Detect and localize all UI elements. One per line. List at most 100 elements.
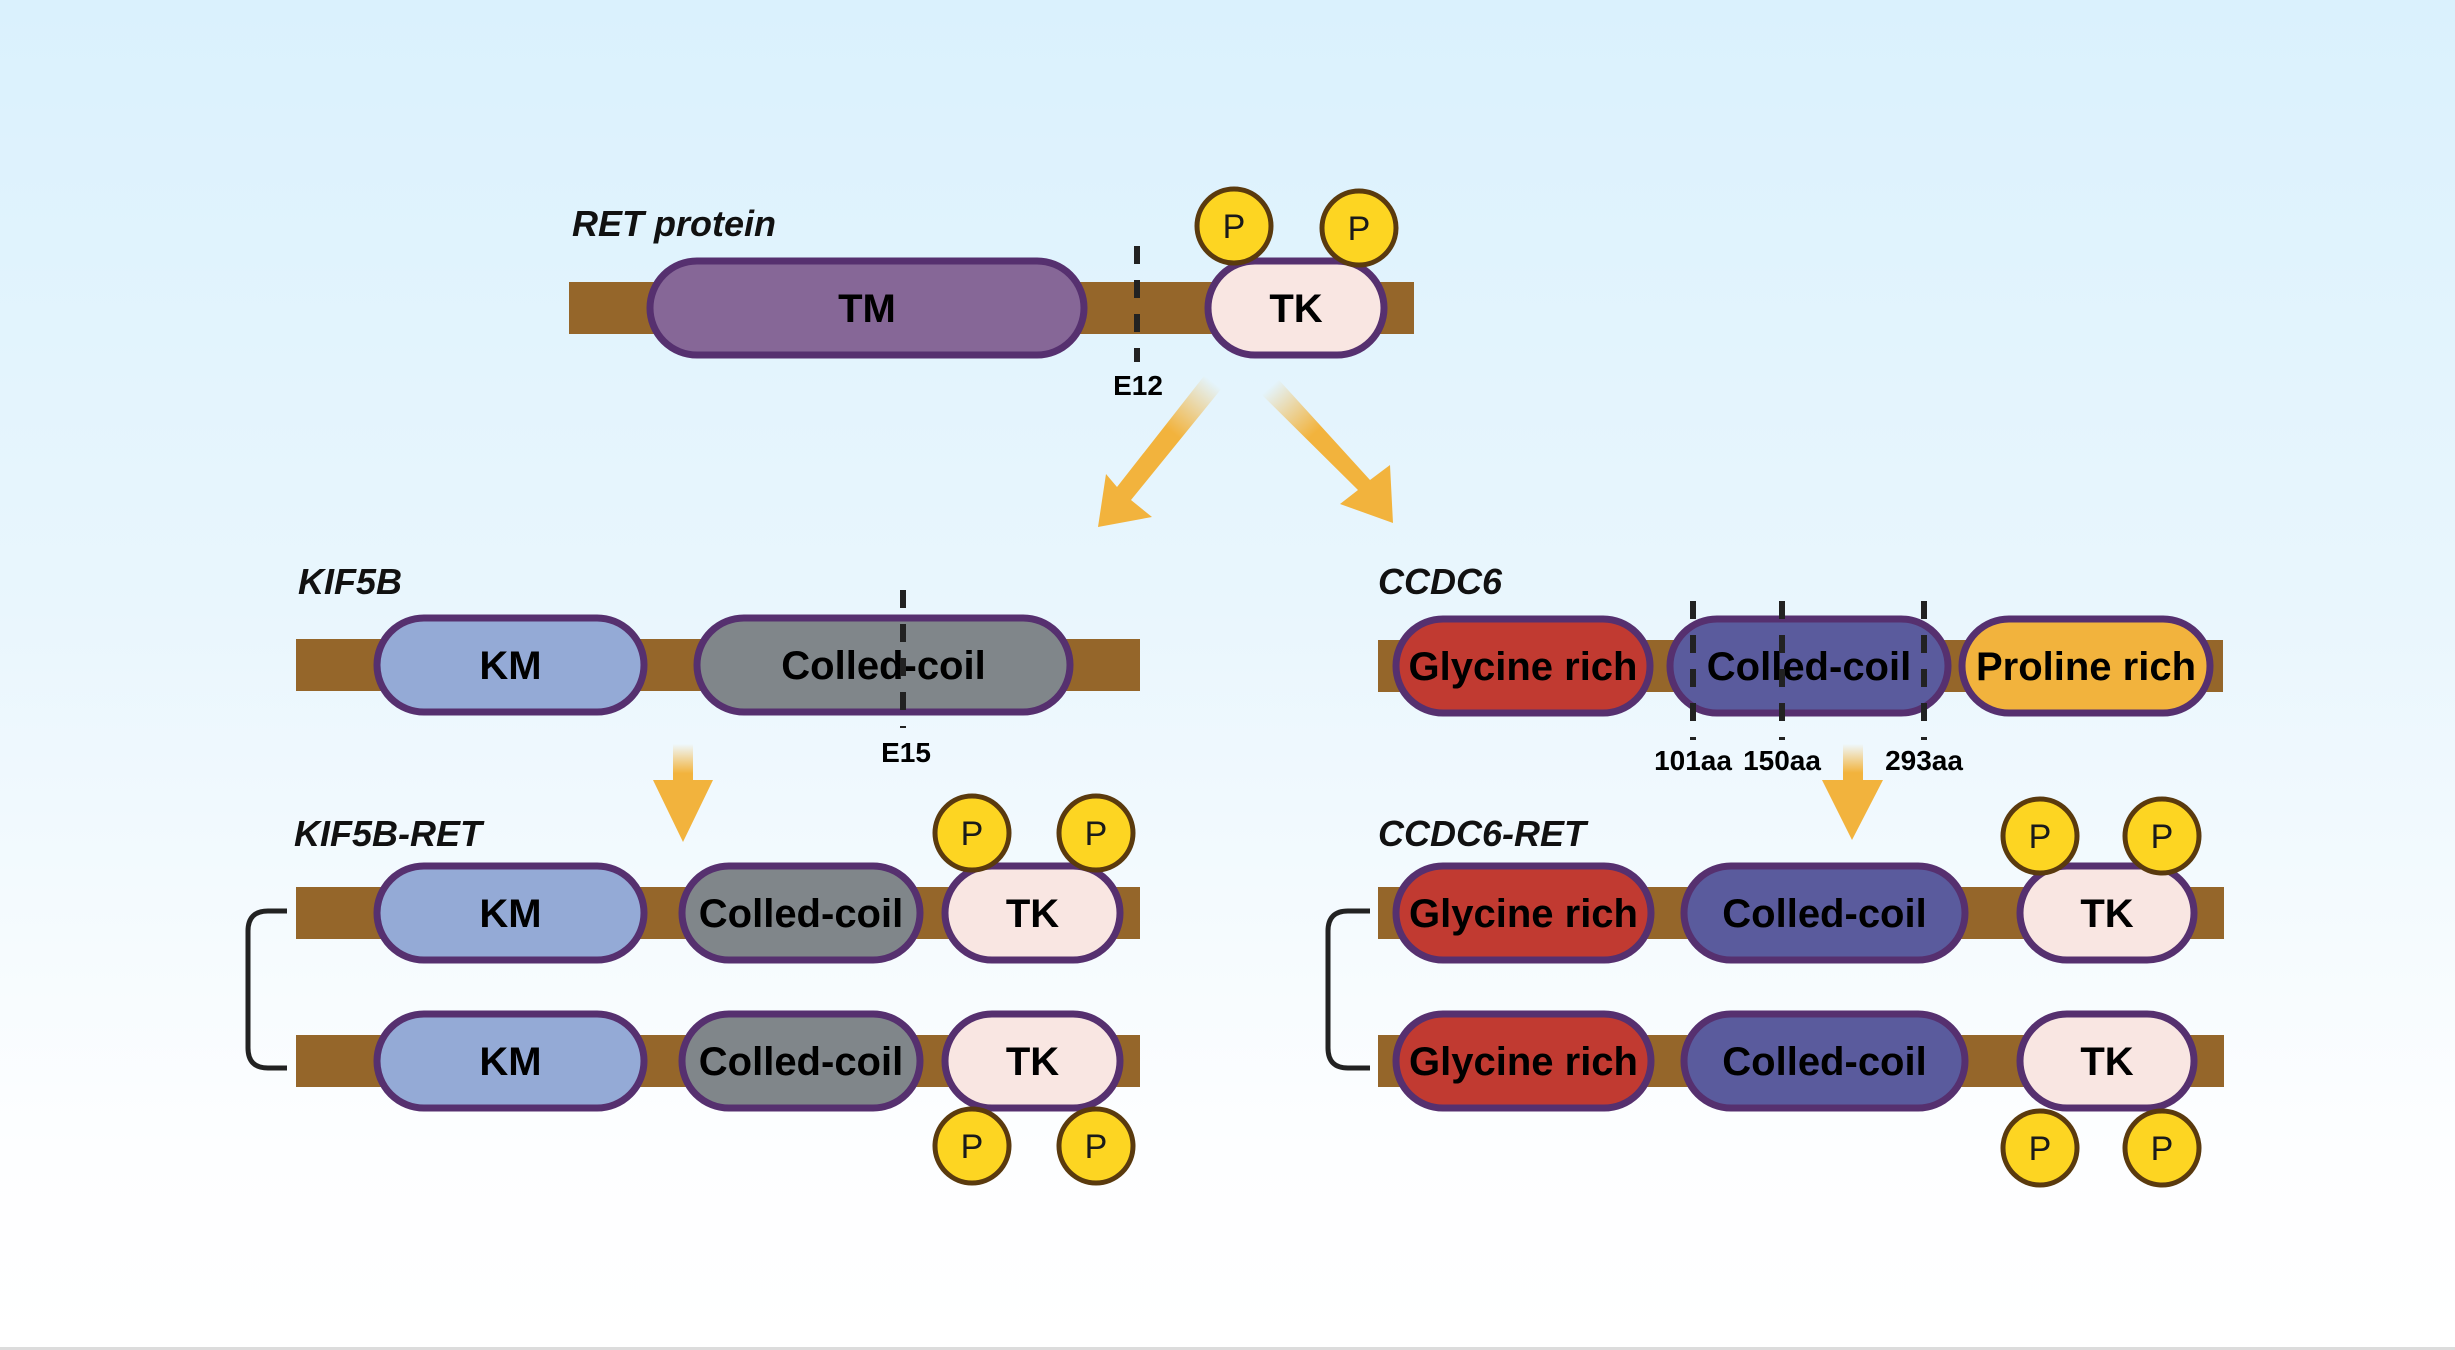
domain-coiled-coil-shape — [678, 1010, 924, 1112]
arrow-to-kif5b-icon — [1098, 376, 1222, 527]
phosphate-kif5b-ret-2: P — [1056, 1106, 1136, 1186]
domain-glycine-rich-label: Glycine rich — [1409, 1040, 1638, 1084]
domain-tk-shape — [941, 1010, 1124, 1112]
domain-glycine-rich-label: Glycine rich — [1409, 892, 1638, 936]
phosphate-label: P — [2029, 1130, 2052, 1168]
domain-km-shape — [373, 862, 648, 964]
domain-km: KM — [373, 614, 648, 716]
phosphate-icon — [2122, 1108, 2202, 1188]
phosphate-icon — [932, 793, 1012, 873]
kif5b-title: KIF5B — [298, 561, 402, 602]
domain-coiled-coil-shape — [1680, 1010, 1969, 1112]
domain-coiled-coil-label: Colled-coil — [1722, 1040, 1926, 1084]
domain-tm-shape — [646, 257, 1088, 359]
domain-km: KM — [373, 1010, 648, 1112]
domain-tk: TK — [1204, 257, 1388, 359]
phosphate-label: P — [1223, 208, 1246, 246]
phosphate-ret-2: P — [1319, 188, 1399, 268]
domain-glycine-rich-shape — [1392, 615, 1654, 717]
domain-tk-label: TK — [2080, 1040, 2133, 1084]
phosphate-icon — [932, 1106, 1012, 1186]
domain-coiled-coil: Colled-coil — [693, 614, 1074, 716]
domain-glycine-rich-shape — [1392, 1010, 1655, 1112]
phosphate-ccdc6-ret-2: P — [2122, 1108, 2202, 1188]
domain-coiled-coil-shape — [678, 862, 924, 964]
domain-tk-label: TK — [1006, 1040, 1059, 1084]
phosphate-icon — [1194, 186, 1274, 266]
domain-tk-label: TK — [2080, 892, 2133, 936]
domain-coiled-coil-label: Colled-coil — [1707, 645, 1911, 689]
breakpoint-150aa-label: 150aa — [1743, 745, 1821, 776]
domain-tm-label: TM — [838, 287, 896, 331]
domain-tk: TK — [941, 1010, 1124, 1112]
domain-tk: TK — [941, 862, 1124, 964]
domain-coiled-coil-shape — [693, 614, 1074, 716]
breakpoint-e15-label: E15 — [881, 737, 931, 768]
kif5b-ret-title: KIF5B-RET — [294, 813, 485, 854]
phosphate-label: P — [1085, 1128, 1108, 1166]
phosphate-icon — [1056, 793, 1136, 873]
phosphate-icon — [1056, 1106, 1136, 1186]
phosphate-label: P — [1348, 210, 1371, 248]
domain-km-label: KM — [479, 892, 541, 936]
phosphate-icon — [2000, 1108, 2080, 1188]
phosphate-label: P — [2151, 818, 2174, 856]
domain-tk-label: TK — [1006, 892, 1059, 936]
domain-km: KM — [373, 862, 648, 964]
domain-coiled-coil: Colled-coil — [678, 862, 924, 964]
domain-glycine-rich: Glycine rich — [1392, 862, 1655, 964]
phosphate-label: P — [2029, 818, 2052, 856]
domain-tm: TM — [646, 257, 1088, 359]
domain-coiled-coil-shape — [1680, 862, 1969, 964]
arrow-to-ccdc6-icon — [1261, 380, 1393, 523]
dimer-bracket-kif5b-ret — [245, 908, 287, 1071]
domain-coiled-coil: Colled-coil — [1680, 862, 1969, 964]
domain-coiled-coil: Colled-coil — [678, 1010, 924, 1112]
phosphate-label: P — [1085, 815, 1108, 853]
domain-km-shape — [373, 614, 648, 716]
arrow-down-ccdc6-icon — [1822, 744, 1883, 840]
breakpoint-101aa-label: 101aa — [1654, 745, 1732, 776]
domain-glycine-rich-shape — [1392, 862, 1655, 964]
phosphate-icon — [2000, 796, 2080, 876]
phosphate-icon — [1319, 188, 1399, 268]
domain-tk-label: TK — [1269, 287, 1322, 331]
ccdc6-ret-title: CCDC6-RET — [1378, 813, 1589, 854]
domain-proline-rich: Proline rich — [1958, 615, 2214, 717]
phosphate-label: P — [2151, 1130, 2174, 1168]
phosphate-kif5b-ret-1: P — [932, 793, 1012, 873]
domain-tk-shape — [2016, 1010, 2198, 1112]
dimer-bracket-ccdc6-ret — [1325, 908, 1370, 1071]
phosphate-ccdc6-ret-1: P — [2000, 796, 2080, 876]
domain-coiled-coil-label: Colled-coil — [699, 1040, 903, 1084]
domain-tk-shape — [941, 862, 1124, 964]
domain-coiled-coil-label: Colled-coil — [781, 644, 985, 688]
phosphate-ccdc6-ret-2: P — [2122, 796, 2202, 876]
domain-coiled-coil-shape — [1666, 615, 1952, 717]
domain-proline-rich-label: Proline rich — [1976, 645, 2196, 689]
domain-tk-shape — [2016, 862, 2198, 964]
domain-km-shape — [373, 1010, 648, 1112]
phosphate-ccdc6-ret-1: P — [2000, 1108, 2080, 1188]
phosphate-label: P — [961, 1128, 984, 1166]
phosphate-kif5b-ret-2: P — [1056, 793, 1136, 873]
split-arrows — [1098, 376, 1393, 527]
domain-proline-rich-shape — [1958, 615, 2214, 717]
domain-glycine-rich: Glycine rich — [1392, 1010, 1655, 1112]
domain-tk-shape — [1204, 257, 1388, 359]
ret-protein-group: RET protein TM TK P P E12 — [569, 186, 1414, 401]
domain-coiled-coil-label: Colled-coil — [1722, 892, 1926, 936]
domain-glycine-rich-label: Glycine rich — [1409, 645, 1638, 689]
domain-coiled-coil: Colled-coil — [1680, 1010, 1969, 1112]
domain-coiled-coil: Colled-coil — [1666, 615, 1952, 717]
ret-protein-title: RET protein — [572, 203, 776, 244]
phosphate-kif5b-ret-1: P — [932, 1106, 1012, 1186]
ccdc6-title: CCDC6 — [1378, 561, 1503, 602]
bottom-rule — [0, 1347, 2455, 1350]
domain-tk: TK — [2016, 1010, 2198, 1112]
ccdc6-group: CCDC6 Glycine rich Colled-coil Proline ric… — [1378, 561, 2223, 776]
phosphate-label: P — [961, 815, 984, 853]
breakpoint-e12-label: E12 — [1113, 370, 1163, 401]
